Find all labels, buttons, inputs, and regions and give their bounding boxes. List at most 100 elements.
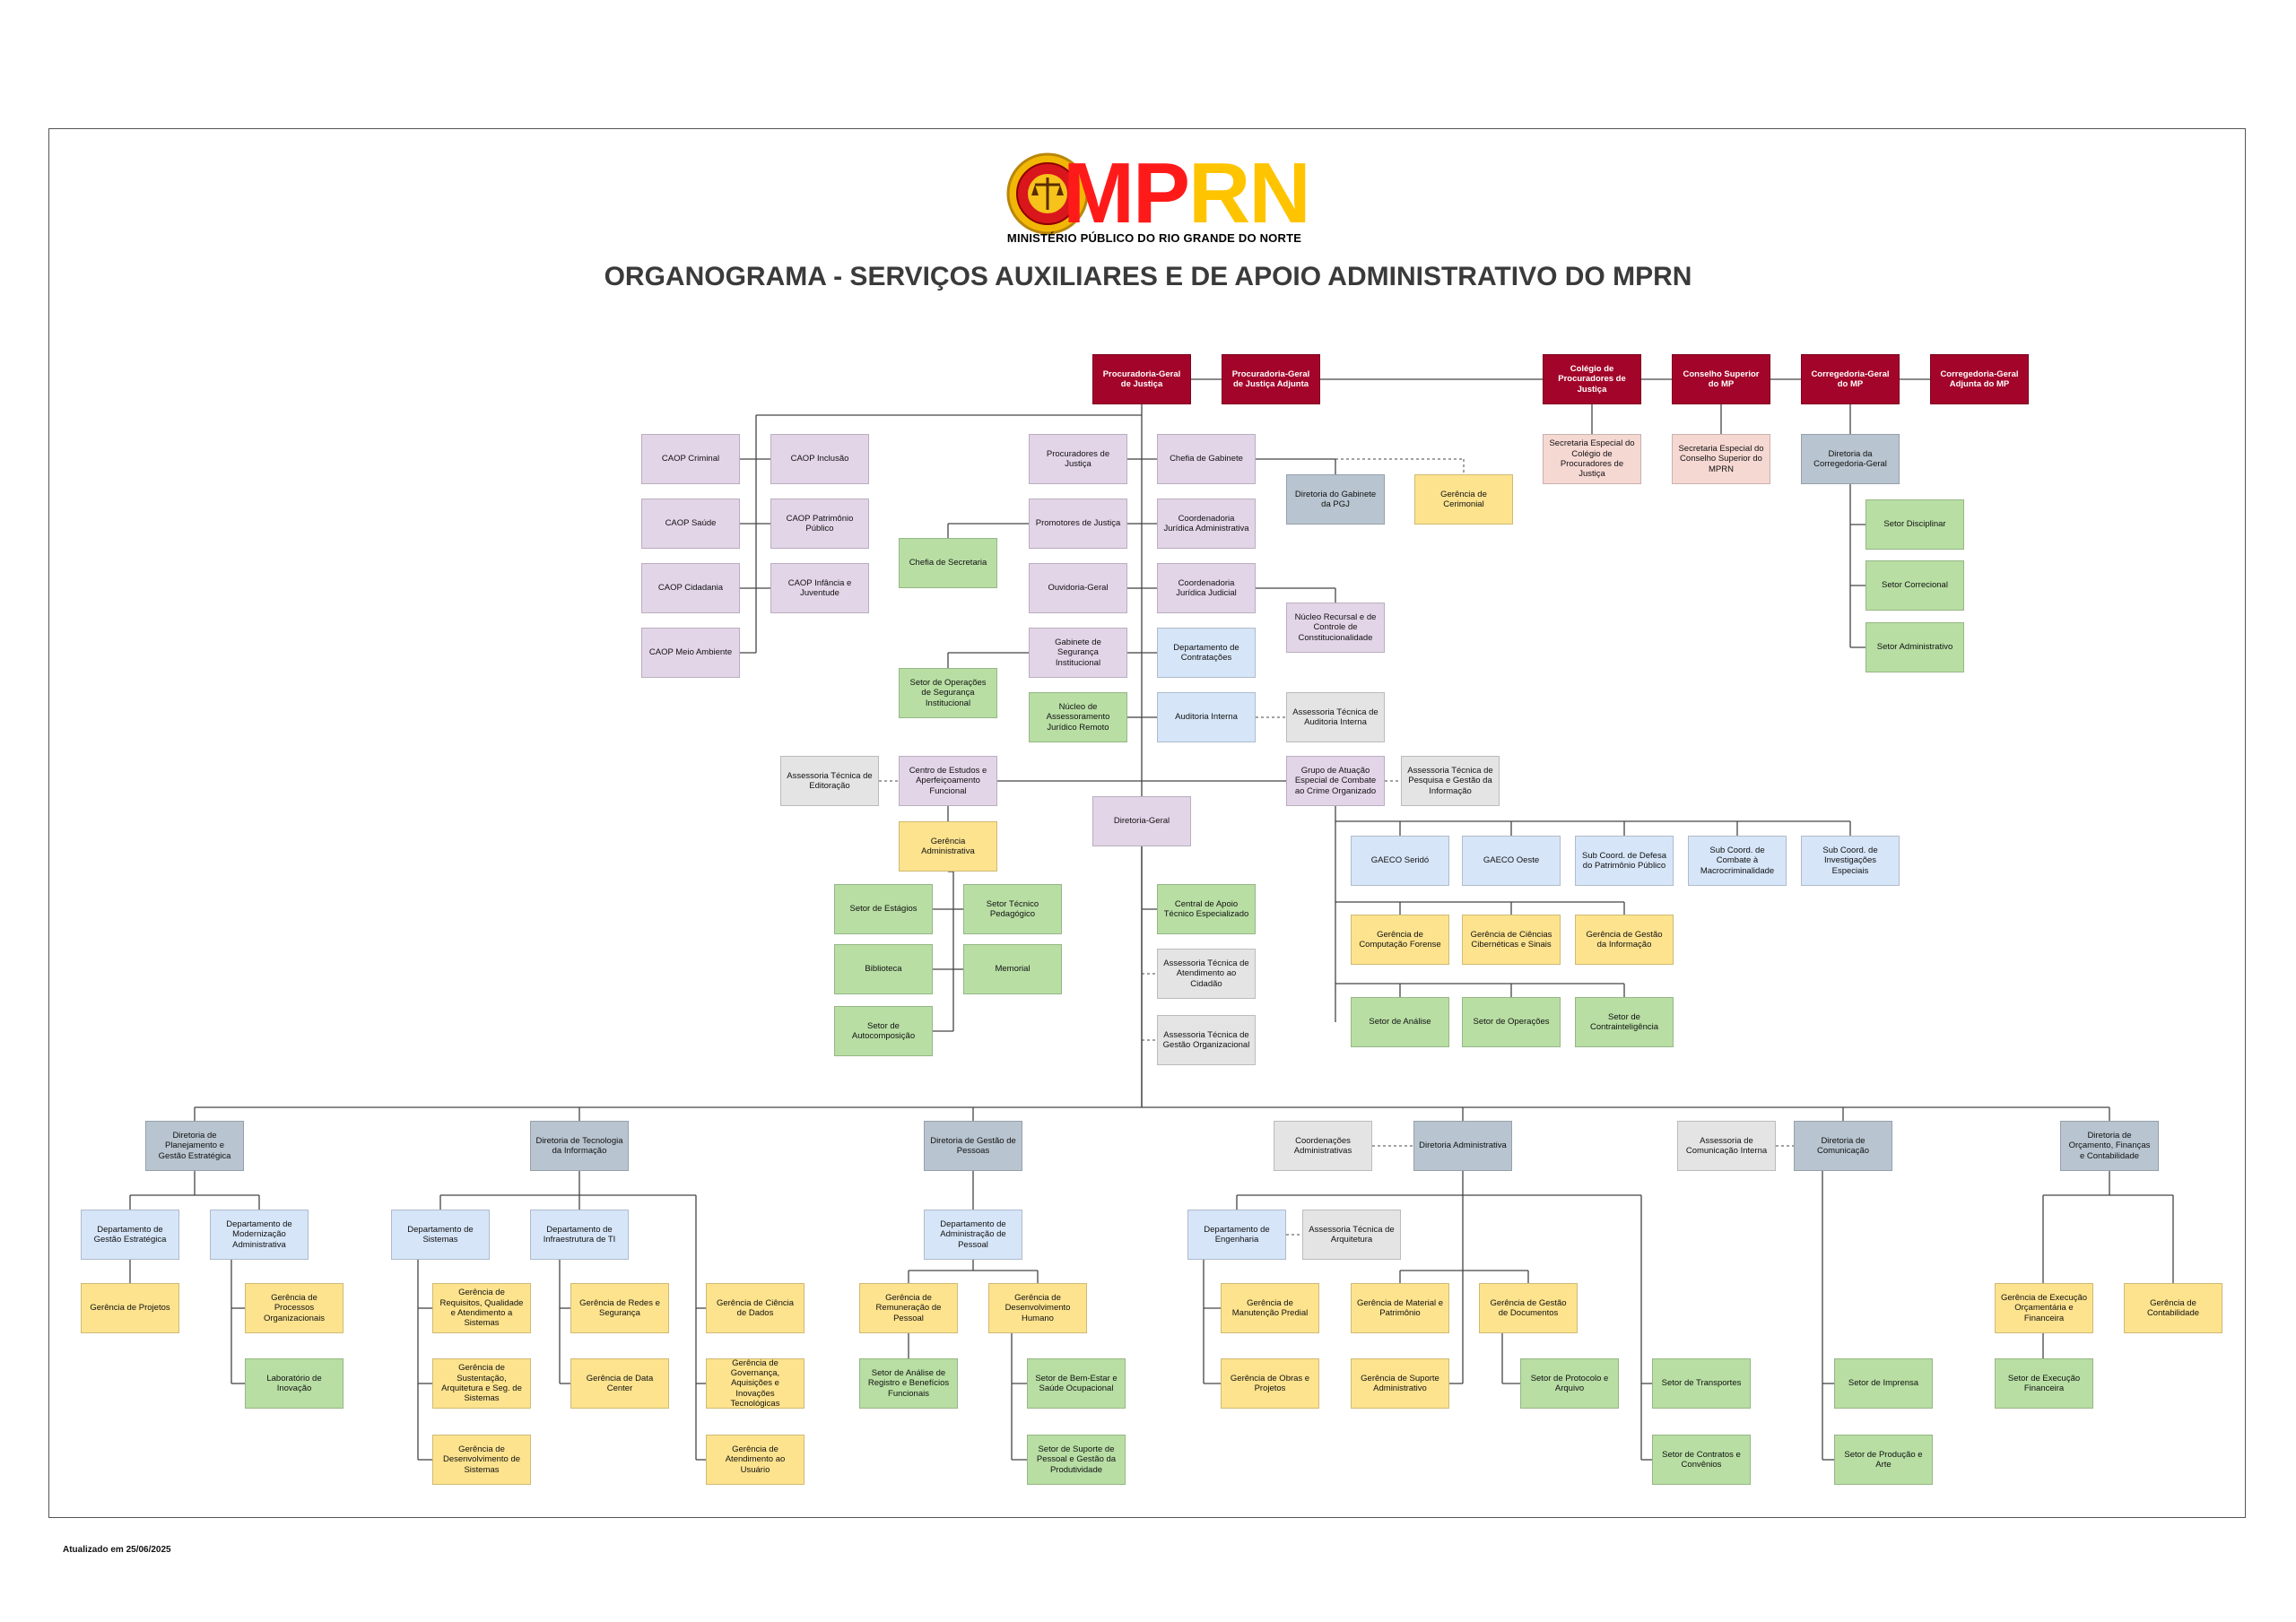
node-ger-processos: Gerência de Processos Organizacionais bbox=[245, 1283, 344, 1333]
node-setor-imprensa: Setor de Imprensa bbox=[1834, 1358, 1933, 1409]
node-gaeco-serido: GAECO Seridó bbox=[1351, 836, 1449, 886]
node-auditoria: Auditoria Interna bbox=[1157, 692, 1256, 742]
node-setor-contraint: Setor de Contrainteligência bbox=[1575, 997, 1674, 1047]
node-setor-disciplinar: Setor Disciplinar bbox=[1866, 499, 1964, 550]
node-setor-pedagogico: Setor Técnico Pedagógico bbox=[963, 884, 1062, 934]
node-ceaf: Centro de Estudos e Aperfeiçoamento Func… bbox=[899, 756, 997, 806]
node-ger-contabilidade: Gerência de Contabilidade bbox=[2124, 1283, 2222, 1333]
node-ger-projetos: Gerência de Projetos bbox=[81, 1283, 179, 1333]
node-sub-patrimonio: Sub Coord. de Defesa do Patrimônio Públi… bbox=[1575, 836, 1674, 886]
node-pgj: Procuradoria-Geral de Justiça bbox=[1092, 354, 1191, 404]
node-depto-infra: Departamento de Infraestrutura de TI bbox=[530, 1210, 629, 1260]
node-pgj-adj: Procuradoria-Geral de Justiça Adjunta bbox=[1222, 354, 1320, 404]
node-dir-ti: Diretoria de Tecnologia da Informação bbox=[530, 1121, 629, 1171]
node-setor-protocolo: Setor de Protocolo e Arquivo bbox=[1520, 1358, 1619, 1409]
node-lab-inovacao: Laboratório de Inovação bbox=[245, 1358, 344, 1409]
node-ger-governanca: Gerência de Governança, Aquisições e Ino… bbox=[706, 1358, 804, 1409]
node-ger-cerimonial: Gerência de Cerimonial bbox=[1414, 474, 1513, 525]
node-assess-editoracao: Assessoria Técnica de Editoração bbox=[780, 756, 879, 806]
node-depto-gestao-estr: Departamento de Gestão Estratégica bbox=[81, 1210, 179, 1260]
node-setor-contratos: Setor de Contratos e Convênios bbox=[1652, 1435, 1751, 1485]
node-diretoria-geral: Diretoria-Geral bbox=[1092, 796, 1191, 846]
node-ger-gestao-info: Gerência de Gestão da Informação bbox=[1575, 915, 1674, 965]
node-depto-sistemas: Departamento de Sistemas bbox=[391, 1210, 490, 1260]
node-ger-remuneracao: Gerência de Remuneração de Pessoal bbox=[859, 1283, 958, 1333]
node-dir-orcamento: Diretoria de Orçamento, Finanças e Conta… bbox=[2060, 1121, 2159, 1171]
node-dir-pessoas: Diretoria de Gestão de Pessoas bbox=[924, 1121, 1022, 1171]
node-ger-requisitos: Gerência de Requisitos, Qualidade e Aten… bbox=[432, 1283, 531, 1333]
node-ger-suporte-adm: Gerência de Suporte Administrativo bbox=[1351, 1358, 1449, 1409]
node-assess-pesquisa: Assessoria Técnica de Pesquisa e Gestão … bbox=[1401, 756, 1500, 806]
node-ger-atend-usuario: Gerência de Atendimento ao Usuário bbox=[706, 1435, 804, 1485]
node-setor-analise: Setor de Análise bbox=[1351, 997, 1449, 1047]
node-depto-engenharia: Departamento de Engenharia bbox=[1187, 1210, 1286, 1260]
node-gabinete-seg: Gabinete de Segurança Institucional bbox=[1029, 628, 1127, 678]
node-caop-meio: CAOP Meio Ambiente bbox=[641, 628, 740, 678]
node-dir-corregedoria: Diretoria da Corregedoria-Geral bbox=[1801, 434, 1900, 484]
node-setor-transportes: Setor de Transportes bbox=[1652, 1358, 1751, 1409]
node-ger-redes: Gerência de Redes e Segurança bbox=[570, 1283, 669, 1333]
node-ger-ciencia-dados: Gerência de Ciência de Dados bbox=[706, 1283, 804, 1333]
node-setor-operacoes: Setor de Operações bbox=[1462, 997, 1561, 1047]
node-sec-conselho: Secretaria Especial do Conselho Superior… bbox=[1672, 434, 1770, 484]
node-central-apoio: Central de Apoio Técnico Especializado bbox=[1157, 884, 1256, 934]
chart-frame bbox=[48, 128, 2246, 1518]
node-dir-gabinete: Diretoria do Gabinete da PGJ bbox=[1286, 474, 1385, 525]
node-caop-criminal: CAOP Criminal bbox=[641, 434, 740, 484]
node-ger-execucao: Gerência de Execução Orçamentária e Fina… bbox=[1995, 1283, 2093, 1333]
node-setor-registro: Setor de Análise de Registro e Benefício… bbox=[859, 1358, 958, 1409]
node-corregedoria: Corregedoria-Geral do MP bbox=[1801, 354, 1900, 404]
node-setor-correcional: Setor Correcional bbox=[1866, 560, 1964, 611]
node-ger-sustentacao: Gerência de Sustentação, Arquitetura e S… bbox=[432, 1358, 531, 1409]
node-ouvidoria: Ouvidoria-Geral bbox=[1029, 563, 1127, 613]
node-caop-infancia: CAOP Infância e Juventude bbox=[770, 563, 869, 613]
node-assess-com-interna: Assessoria de Comunicação Interna bbox=[1677, 1121, 1776, 1171]
node-caop-saude: CAOP Saúde bbox=[641, 499, 740, 549]
node-conselho: Conselho Superior do MP bbox=[1672, 354, 1770, 404]
node-setor-producao: Setor de Produção e Arte bbox=[1834, 1435, 1933, 1485]
node-chefia-gabinete: Chefia de Gabinete bbox=[1157, 434, 1256, 484]
node-setor-administrativo: Setor Administrativo bbox=[1866, 622, 1964, 672]
node-chefia-secretaria: Chefia de Secretaria bbox=[899, 538, 997, 588]
mprn-seal-icon bbox=[1006, 152, 1089, 235]
node-ger-obras: Gerência de Obras e Projetos bbox=[1221, 1358, 1319, 1409]
node-ger-documentos: Gerência de Gestão de Documentos bbox=[1479, 1283, 1578, 1333]
node-memorial: Memorial bbox=[963, 944, 1062, 994]
node-depto-modernizacao: Departamento de Modernização Administrat… bbox=[210, 1210, 309, 1260]
node-procuradores: Procuradores de Justiça bbox=[1029, 434, 1127, 484]
node-coord-administrativas: Coordenações Administrativas bbox=[1274, 1121, 1372, 1171]
node-corregedoria-adj: Corregedoria-Geral Adjunta do MP bbox=[1930, 354, 2029, 404]
node-ger-desenv-sist: Gerência de Desenvolvimento de Sistemas bbox=[432, 1435, 531, 1485]
node-caop-cidadania: CAOP Cidadania bbox=[641, 563, 740, 613]
node-setor-exec-fin: Setor de Execução Financeira bbox=[1995, 1358, 2093, 1409]
node-setor-suporte-pessoal: Setor de Suporte de Pessoal e Gestão da … bbox=[1027, 1435, 1126, 1485]
node-depto-contratacoes: Departamento de Contratações bbox=[1157, 628, 1256, 678]
node-ger-datacenter: Gerência de Data Center bbox=[570, 1358, 669, 1409]
node-nucleo-remoto: Núcleo de Assessoramento Jurídico Remoto bbox=[1029, 692, 1127, 742]
node-gaeco: Grupo de Atuação Especial de Combate ao … bbox=[1286, 756, 1385, 806]
node-assess-cidadao: Assessoria Técnica de Atendimento ao Cid… bbox=[1157, 949, 1256, 999]
logo-subtitle: MINISTÉRIO PÚBLICO DO RIO GRANDE DO NORT… bbox=[1006, 231, 1302, 245]
node-assess-gestao-org: Assessoria Técnica de Gestão Organizacio… bbox=[1157, 1015, 1256, 1065]
node-sub-macro: Sub Coord. de Combate à Macrocriminalida… bbox=[1688, 836, 1787, 886]
node-ger-computacao: Gerência de Computação Forense bbox=[1351, 915, 1449, 965]
node-setor-autocomposicao: Setor de Autocomposição bbox=[834, 1006, 933, 1056]
node-nucleo-recursal: Núcleo Recursal e de Controle de Constit… bbox=[1286, 603, 1385, 653]
node-coord-judicial: Coordenadoria Jurídica Judicial bbox=[1157, 563, 1256, 613]
node-gaeco-oeste: GAECO Oeste bbox=[1462, 836, 1561, 886]
node-coord-admin: Coordenadoria Jurídica Administrativa bbox=[1157, 499, 1256, 549]
updated-date: Atualizado em 25/06/2025 bbox=[63, 1545, 171, 1555]
node-ger-desenv-humano: Gerência de Desenvolvimento Humano bbox=[988, 1283, 1087, 1333]
node-sec-colegio: Secretaria Especial do Colégio de Procur… bbox=[1543, 434, 1641, 484]
node-sub-invest: Sub Coord. de Investigações Especiais bbox=[1801, 836, 1900, 886]
node-ger-manutencao: Gerência de Manutenção Predial bbox=[1221, 1283, 1319, 1333]
node-dir-comunicacao: Diretoria de Comunicação bbox=[1794, 1121, 1892, 1171]
node-dir-planejamento: Diretoria de Planejamento e Gestão Estra… bbox=[145, 1121, 244, 1171]
node-setor-op-seg: Setor de Operações de Segurança Instituc… bbox=[899, 668, 997, 718]
node-caop-inclusao: CAOP Inclusão bbox=[770, 434, 869, 484]
node-colegio: Colégio de Procuradores de Justiça bbox=[1543, 354, 1641, 404]
node-setor-bem-estar: Setor de Bem-Estar e Saúde Ocupacional bbox=[1027, 1358, 1126, 1409]
node-caop-patrimonio: CAOP Patrimônio Público bbox=[770, 499, 869, 549]
logo-wordmark: MPRN bbox=[1063, 145, 1311, 241]
